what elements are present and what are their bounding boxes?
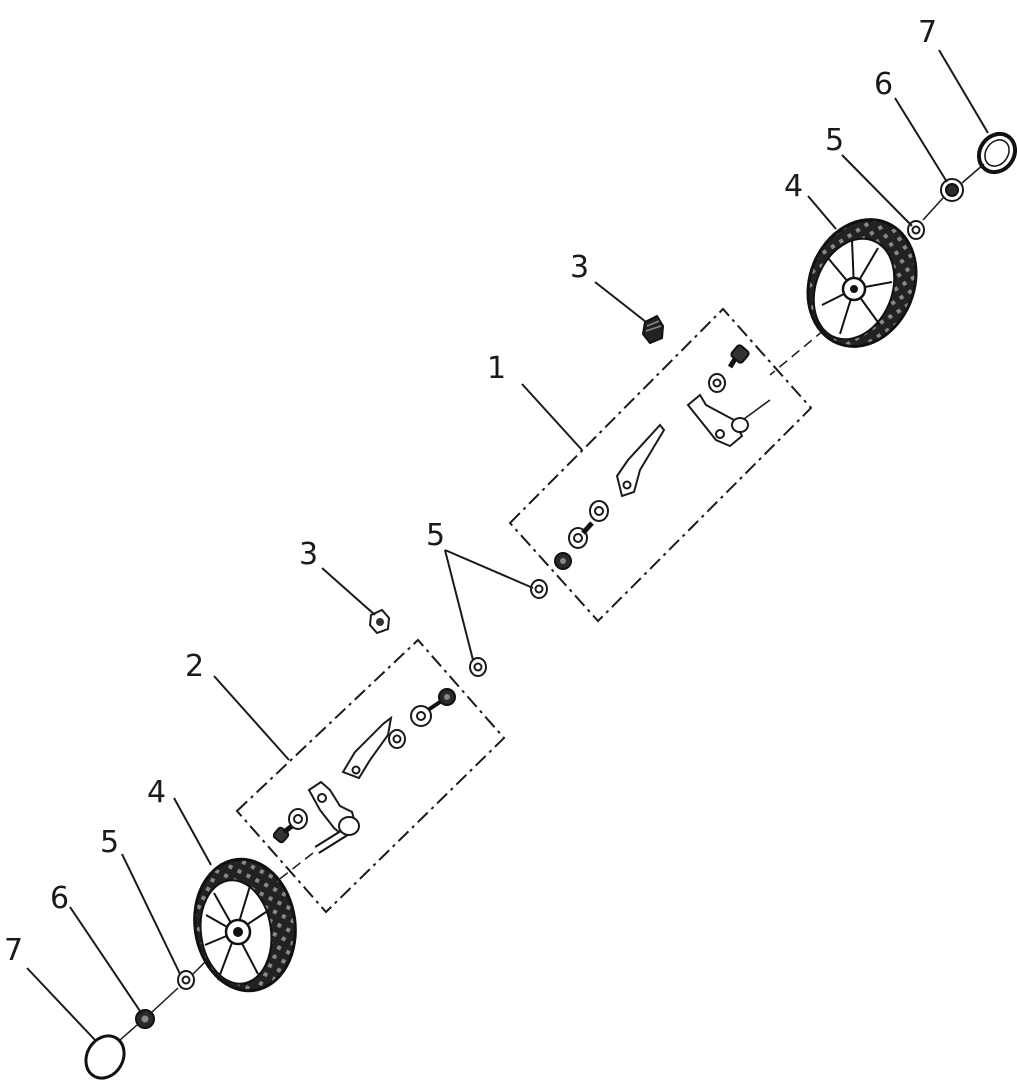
bearing-lower xyxy=(135,1009,155,1029)
retaining-ring-upper xyxy=(976,131,1017,175)
callout-bearing-upper: 6 xyxy=(874,67,893,102)
callout-bearing-lower: 6 xyxy=(50,881,69,916)
callout-nut-lower: 3 xyxy=(299,537,318,572)
nut-upper xyxy=(641,314,665,345)
assembly-2-parts xyxy=(272,688,456,854)
nut-lower xyxy=(368,608,391,635)
washer-center-upper xyxy=(530,579,548,599)
leader-lines xyxy=(26,49,989,1041)
callout-assembly-1: 1 xyxy=(487,351,506,386)
callout-wheel-upper: 4 xyxy=(784,169,803,204)
assembly-1-boundary xyxy=(508,307,813,623)
callout-nut-upper: 3 xyxy=(570,250,589,285)
washer-center-lower xyxy=(469,657,487,677)
wheel-lower xyxy=(193,857,297,993)
assembly-2-boundary xyxy=(235,638,506,914)
callout-washer-lower: 5 xyxy=(100,825,119,860)
callout-ring-upper: 7 xyxy=(918,15,937,50)
callout-ring-lower: 7 xyxy=(4,933,23,968)
wheel-upper xyxy=(806,218,918,348)
assembly-1-parts xyxy=(554,344,771,570)
callout-washer-upper: 5 xyxy=(825,123,844,158)
callout-wheel-lower: 4 xyxy=(147,775,166,810)
callout-assembly-2: 2 xyxy=(185,649,204,684)
washer-lower xyxy=(177,970,195,990)
callout-washer-center: 5 xyxy=(426,518,445,553)
retaining-ring-lower xyxy=(84,1034,126,1080)
bearing-upper xyxy=(940,178,964,202)
